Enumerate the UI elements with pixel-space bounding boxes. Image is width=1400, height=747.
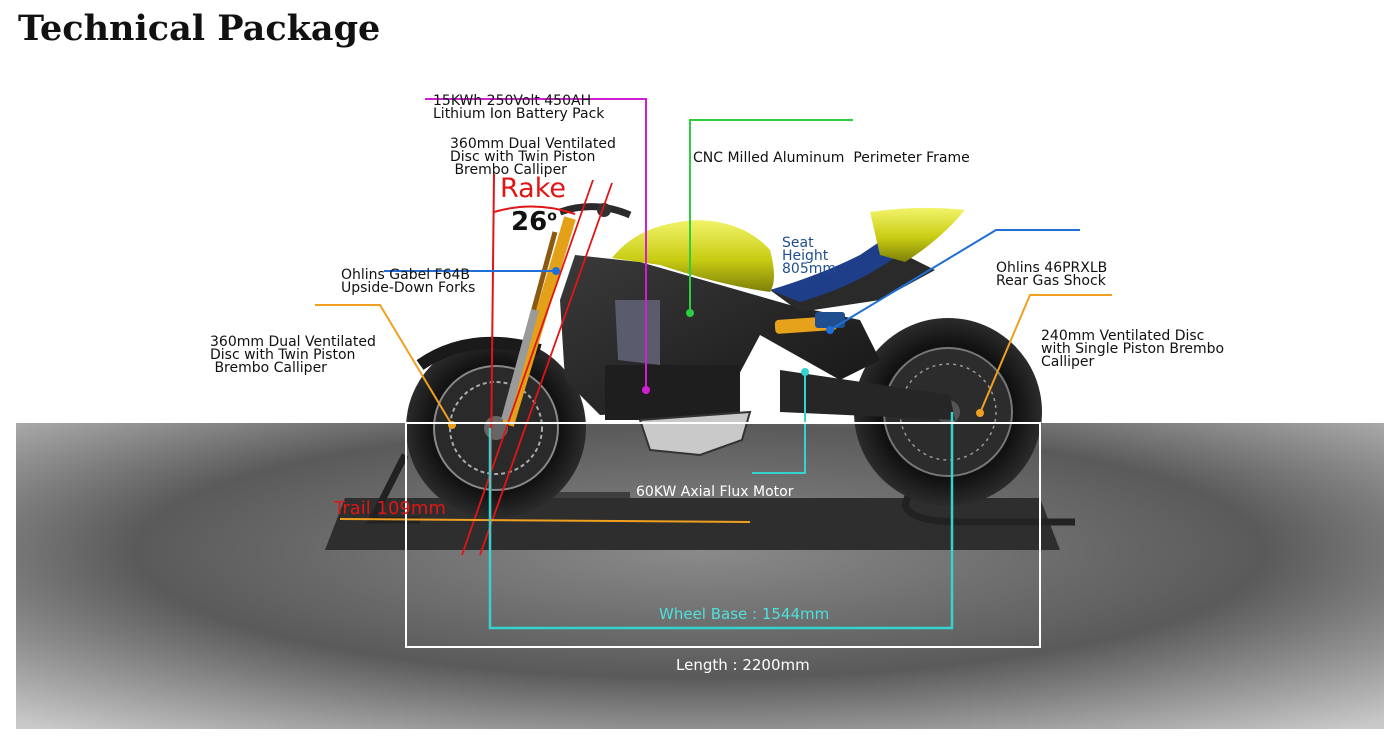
rear-disc-marker — [976, 409, 984, 417]
rake-label: Rake — [500, 173, 566, 204]
handlebar — [558, 203, 632, 219]
fuel-tank — [612, 220, 774, 292]
motor-marker — [801, 368, 809, 376]
rake-axis-line-a — [479, 182, 613, 556]
tail-cowl — [870, 207, 965, 262]
length-label: Length : 2200mm — [676, 656, 810, 674]
frame-marker — [686, 309, 694, 317]
stand-ramp — [510, 492, 630, 498]
motor-label: 60KW Axial Flux Motor — [636, 484, 794, 500]
battery-leader-line — [425, 98, 647, 390]
trail-label: Trail 109mm — [334, 498, 446, 519]
page-title: Technical Package — [18, 8, 381, 49]
swingarm — [780, 370, 955, 420]
wheelbase-label: Wheel Base : 1544mm — [659, 605, 830, 623]
frame-leader-line — [689, 119, 853, 313]
battery-pack — [605, 365, 740, 420]
motor-leader-line — [752, 372, 806, 474]
shock-marker — [826, 326, 834, 334]
length-box — [405, 422, 1041, 648]
front-forks — [501, 216, 576, 427]
forks-marker — [552, 267, 560, 275]
frame-panel — [615, 300, 660, 365]
rear-stand — [901, 398, 1075, 526]
rake-angle-value: 26o — [511, 207, 557, 237]
rear-shock — [774, 312, 845, 334]
floor-backdrop — [16, 423, 1384, 729]
frame-label: CNC Milled Aluminum Perimeter Frame — [693, 150, 970, 166]
rear-disc-leader-line — [979, 294, 1112, 414]
front-wheel — [406, 336, 586, 518]
seat — [770, 228, 905, 302]
rake-arc — [493, 205, 576, 215]
wheelbase-bracket — [488, 412, 954, 630]
front-disc-leader-line — [315, 304, 453, 426]
battery-marker — [642, 386, 650, 394]
rake-axis-line-b — [461, 179, 594, 556]
shock-leader-line — [829, 229, 1080, 331]
trail-line — [339, 518, 751, 523]
